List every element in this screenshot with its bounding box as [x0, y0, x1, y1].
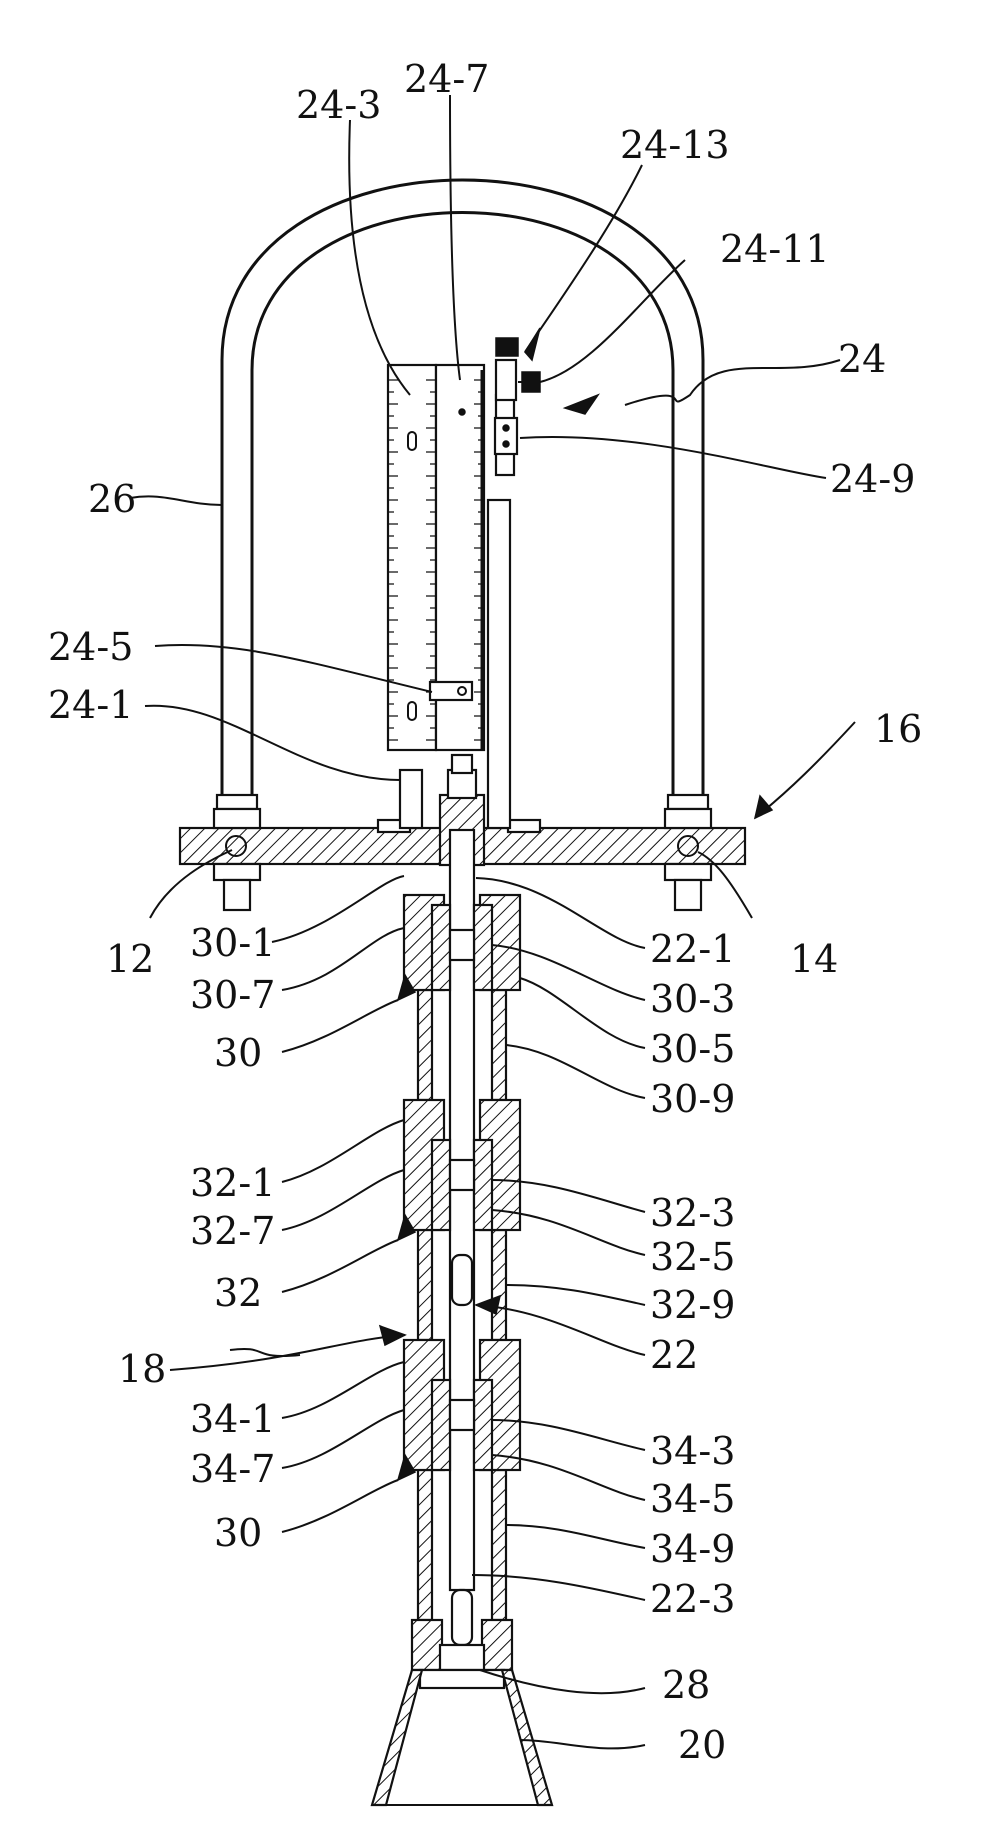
- label-24-7: 24-7: [404, 57, 489, 101]
- label-24-11: 24-11: [720, 227, 830, 271]
- label-24-9: 24-9: [830, 457, 915, 501]
- label-32-1: 32-1: [190, 1161, 275, 1205]
- label-32-9: 32-9: [650, 1283, 735, 1327]
- label-34-9: 34-9: [650, 1527, 735, 1571]
- label-22-1: 22-1: [650, 927, 735, 971]
- label-30-a: 30: [214, 1031, 262, 1075]
- label-34-3: 34-3: [650, 1429, 735, 1473]
- label-30-1: 30-1: [190, 921, 275, 965]
- label-26: 26: [88, 477, 136, 521]
- label-16: 16: [874, 707, 922, 751]
- label-24-13: 24-13: [620, 123, 730, 167]
- label-24-5: 24-5: [48, 625, 133, 669]
- label-30-3: 30-3: [650, 977, 735, 1021]
- label-30-5: 30-5: [650, 1027, 735, 1071]
- label-14: 14: [790, 937, 838, 981]
- label-32: 32: [214, 1271, 262, 1315]
- label-32-7: 32-7: [190, 1209, 275, 1253]
- label-30-b: 30: [214, 1511, 262, 1555]
- label-22-3: 22-3: [650, 1577, 735, 1621]
- label-32-3: 32-3: [650, 1191, 735, 1235]
- cone-20: [372, 1620, 552, 1805]
- label-28: 28: [662, 1663, 710, 1707]
- label-24-3: 24-3: [296, 83, 381, 127]
- label-22: 22: [650, 1333, 698, 1377]
- label-32-5: 32-5: [650, 1235, 735, 1279]
- label-18: 18: [118, 1347, 166, 1391]
- label-24-1: 24-1: [48, 683, 133, 727]
- label-34-5: 34-5: [650, 1477, 735, 1521]
- label-34-1: 34-1: [190, 1397, 275, 1441]
- label-34-7: 34-7: [190, 1447, 275, 1491]
- label-20: 20: [678, 1723, 726, 1767]
- label-24: 24: [838, 337, 886, 381]
- label-30-7: 30-7: [190, 973, 275, 1017]
- label-30-9: 30-9: [650, 1077, 735, 1121]
- label-12: 12: [106, 937, 154, 981]
